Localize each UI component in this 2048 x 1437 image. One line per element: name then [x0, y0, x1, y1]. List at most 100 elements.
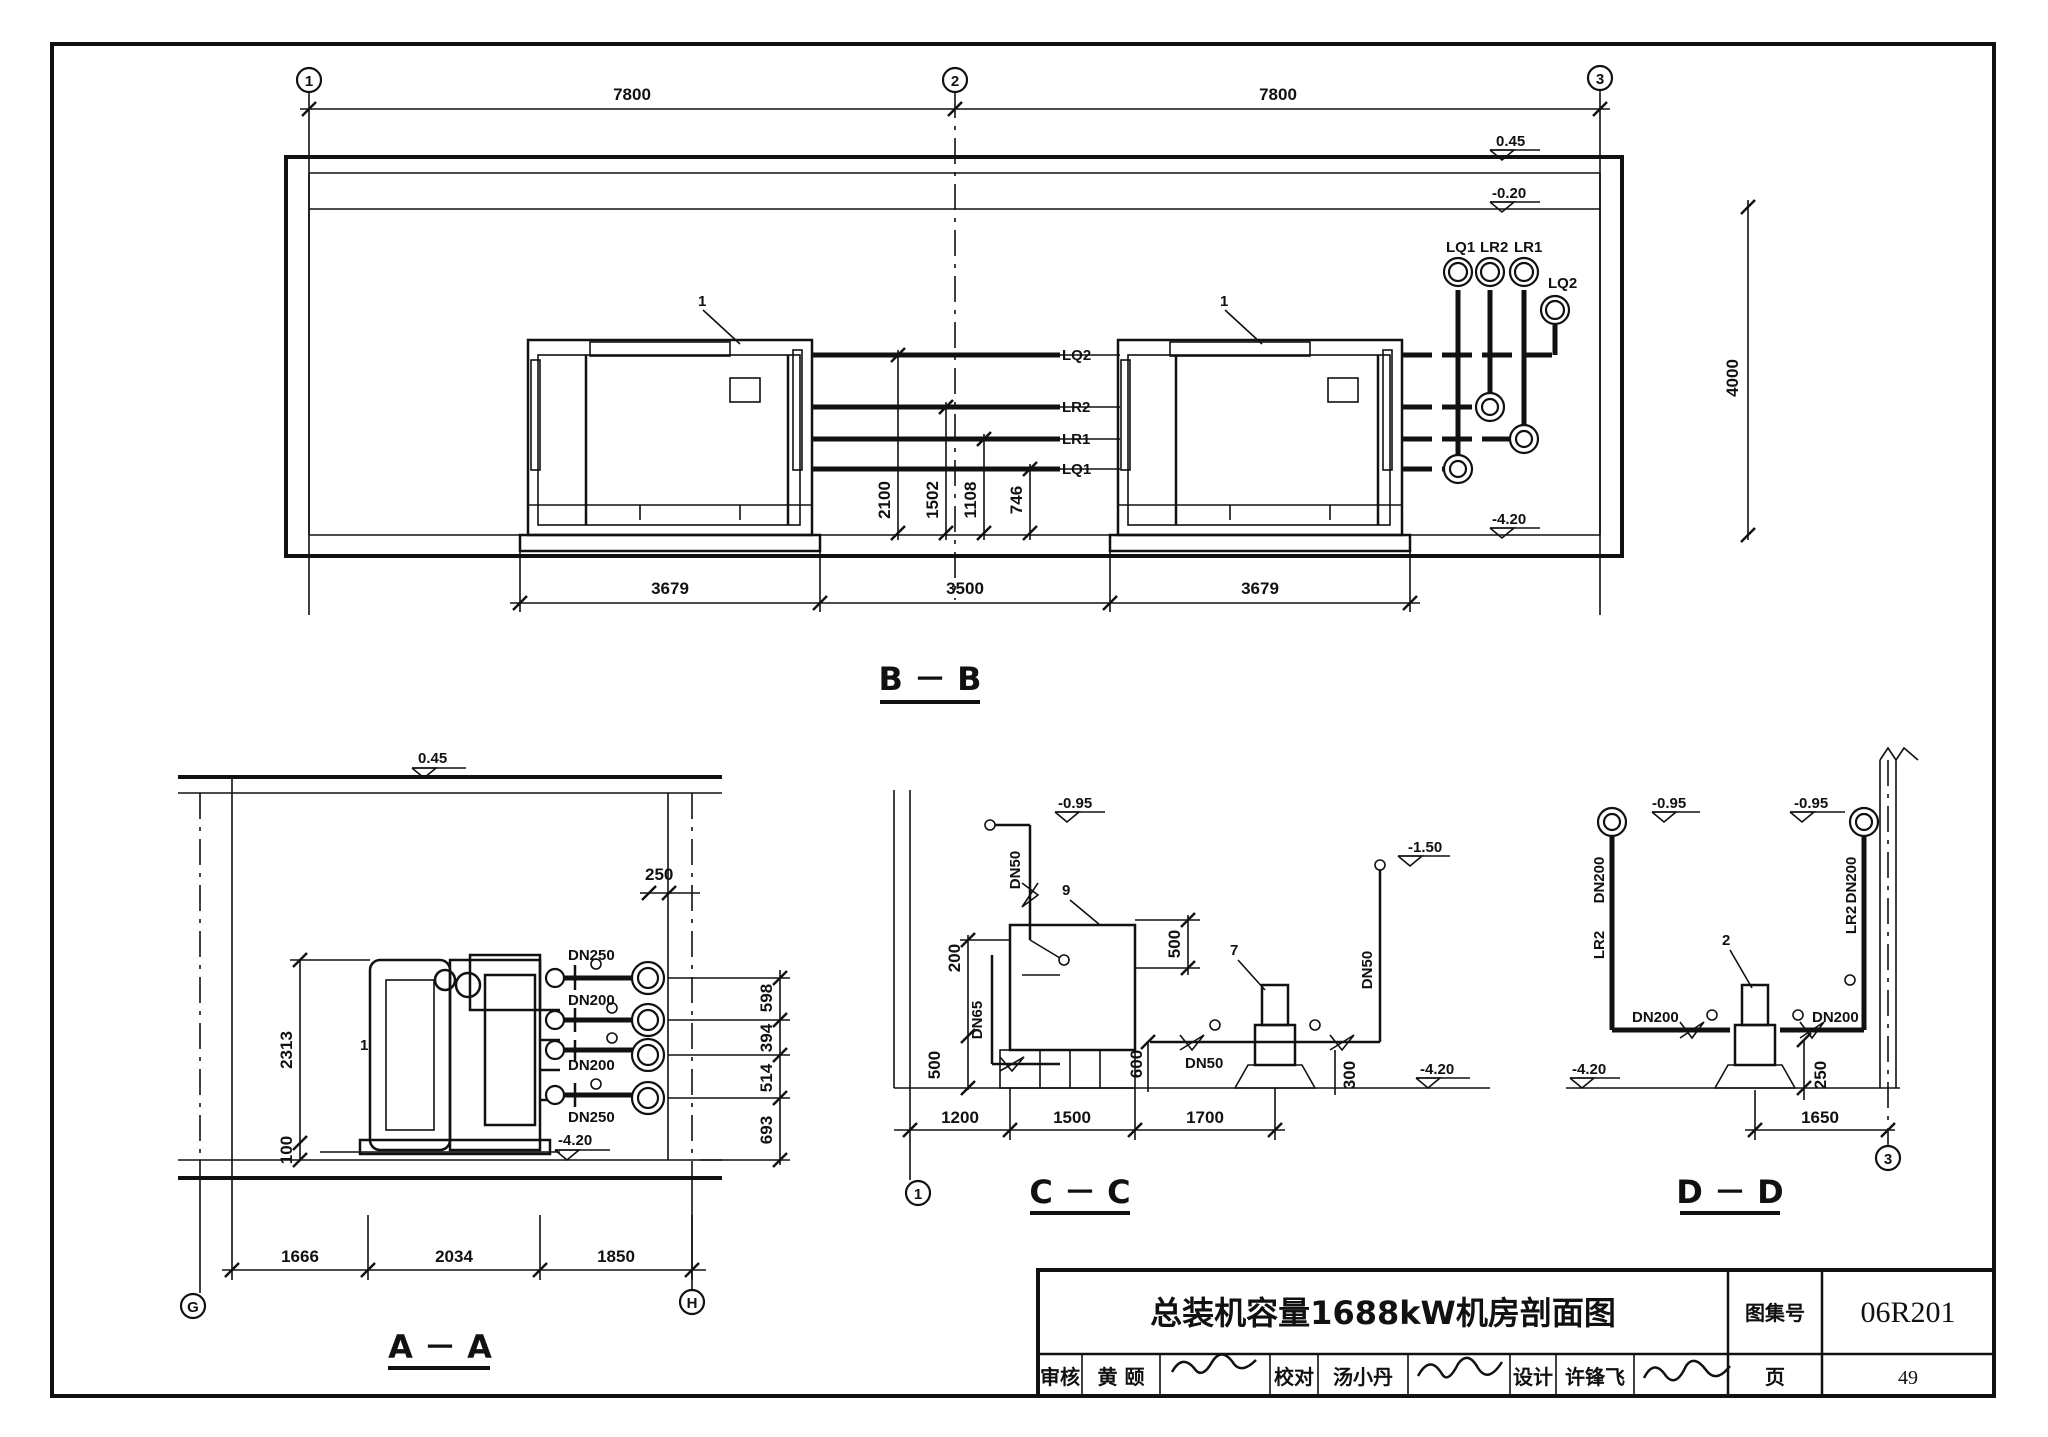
cc-axis-1	[904, 1179, 932, 1207]
page-number: 49	[1898, 1367, 1918, 1389]
section-title-cc: C － C	[1029, 1173, 1130, 1211]
elev-marker-top: 0.45	[1489, 133, 1540, 162]
dd-elev-2: -0.95	[1794, 795, 1828, 812]
atlas-number: 06R201	[1860, 1296, 1955, 1329]
pipe-dim-1502: 1502	[923, 481, 942, 519]
dd-dim-base: 250	[1811, 1061, 1830, 1089]
cc-elev-2: -1.50	[1408, 839, 1442, 856]
aa-pipe-dim-394: 394	[757, 1023, 776, 1052]
aa-size-2: DN200	[568, 992, 615, 1009]
dd-pump	[1679, 974, 1856, 1089]
cc-elev-floor: -4.20	[1420, 1061, 1454, 1078]
cc-bdim-3: 1700	[1186, 1108, 1224, 1127]
aa-dim-1: 1666	[281, 1247, 319, 1266]
section-title-aa: A － A	[388, 1328, 492, 1366]
title-block: 总装机容量1688kW机房剖面图 图集号 06R201 页 49 审核 黄 颐 …	[1036, 1268, 1996, 1398]
cc-dim-b: 200	[945, 944, 964, 972]
aa-unit-tag: 1	[360, 1037, 368, 1054]
checker-signature	[1416, 1356, 1504, 1379]
section-title-bb: B － B	[878, 660, 981, 698]
unit-tag-left: 1	[698, 293, 706, 310]
cc-pump	[1150, 983, 1370, 1089]
cc-size-4: DN50	[1185, 1055, 1223, 1072]
aa-elev-floor: -4.20	[558, 1132, 592, 1149]
pipe-dim-2100: 2100	[875, 481, 894, 519]
riser-label-lq2: LQ2	[1548, 275, 1577, 292]
cc-pump-tag: 7	[1230, 942, 1238, 959]
riser-label-lr1: LR1	[1514, 239, 1542, 256]
unit-tag-right: 1	[1220, 293, 1228, 310]
cc-axis-label: 1	[914, 1186, 922, 1203]
cc-bdim-2: 1500	[1053, 1108, 1091, 1127]
pipe-height-dims: 2100 1502 1108 746	[875, 347, 1038, 541]
aa-pipe-dim-514: 514	[757, 1063, 776, 1092]
dd-pipe-2: LR2	[1843, 906, 1860, 934]
dd-elev-1: -0.95	[1652, 795, 1686, 812]
base-dim-2: 3500	[946, 579, 984, 598]
aa-axis-h	[678, 1288, 706, 1316]
dd-size-2: DN200	[1843, 857, 1860, 904]
designer-name: 许锋飞	[1565, 1365, 1625, 1389]
aa-axis-label-h: H	[687, 1295, 698, 1312]
cc-tank	[1008, 923, 1137, 1052]
drawing-title: 总装机容量1688kW机房剖面图	[1150, 1294, 1616, 1332]
height-dim: 4000	[1723, 359, 1742, 397]
axis-label-3: 3	[1596, 71, 1604, 88]
aa-pipes	[544, 958, 666, 1116]
riser-label-lq1: LQ1	[1446, 239, 1475, 256]
aa-dim-3: 1850	[597, 1247, 635, 1266]
design-label: 设计	[1513, 1365, 1553, 1389]
aa-axis-g	[179, 1292, 207, 1320]
elev-ceiling: -0.20	[1492, 185, 1526, 202]
aa-axis-label-g: G	[187, 1299, 199, 1316]
aa-size-1: DN250	[568, 947, 615, 964]
cc-bdim-1: 1200	[941, 1108, 979, 1127]
section-aa: 0.45 -4.20 1	[178, 750, 790, 1370]
dd-elev-floor: -4.20	[1572, 1061, 1606, 1078]
aa-size-4: DN250	[568, 1109, 615, 1126]
section-cc: -0.95 -1.50 -4.20 9 DN50 DN65	[893, 790, 1490, 1215]
section-dd: -0.95 -0.95 -4.20 DN200 DN200 LR2 LR2 DN…	[1566, 746, 1919, 1215]
aa-dim-wall: 250	[645, 865, 673, 884]
elev-floor: -4.20	[1492, 511, 1526, 528]
section-bb: 1 2 3 7800 7800 0.45 -0.20	[284, 64, 1756, 704]
section-title-dd: D － D	[1676, 1173, 1783, 1211]
axis-label-2: 2	[951, 73, 959, 90]
cc-tank-tag: 9	[1062, 882, 1070, 899]
aa-dim-height: 2313	[277, 1031, 296, 1069]
dd-dim-bottom: 1650	[1801, 1108, 1839, 1127]
aa-dim-2: 2034	[435, 1247, 473, 1266]
riser-label-lr2: LR2	[1480, 239, 1508, 256]
dd-axis-label: 3	[1884, 1151, 1892, 1168]
cc-dim-d: 600	[1127, 1050, 1146, 1078]
reviewer-name: 黄 颐	[1098, 1365, 1145, 1389]
dd-size-3: DN200	[1632, 1009, 1679, 1026]
checker-name: 汤小丹	[1333, 1365, 1393, 1389]
room-outline	[284, 155, 1624, 558]
dd-pipe-1: LR2	[1591, 931, 1608, 959]
cc-dim-e: 300	[1340, 1061, 1359, 1089]
dd-axis-3	[1874, 1144, 1902, 1172]
check-label: 校对	[1274, 1365, 1314, 1389]
elev-marker-floor: -4.20	[1489, 511, 1540, 540]
elev-top: 0.45	[1496, 133, 1525, 150]
dd-pump-tag: 2	[1722, 932, 1730, 949]
base-dim-3: 3679	[1241, 579, 1279, 598]
span-dim-1: 7800	[613, 85, 651, 104]
review-label: 审核	[1040, 1365, 1080, 1389]
aa-elev-top: 0.45	[418, 750, 447, 767]
cc-elev-1: -0.95	[1058, 795, 1092, 812]
axis-label-1: 1	[305, 73, 313, 90]
chiller-unit-left	[518, 338, 822, 553]
aa-chiller	[320, 953, 560, 1156]
aa-dim-base: 100	[277, 1136, 296, 1164]
cc-dim-c: 500	[925, 1051, 944, 1079]
designer-signature	[1642, 1359, 1731, 1382]
reviewer-signature	[1170, 1353, 1257, 1375]
aa-pipe-dims: 598 394 514 693	[668, 970, 790, 1168]
pipe-runs	[812, 290, 1558, 472]
cc-dim-a: 500	[1165, 930, 1184, 958]
aa-pipe-dim-693: 693	[757, 1116, 776, 1144]
cc-size-3: DN50	[1359, 951, 1376, 989]
